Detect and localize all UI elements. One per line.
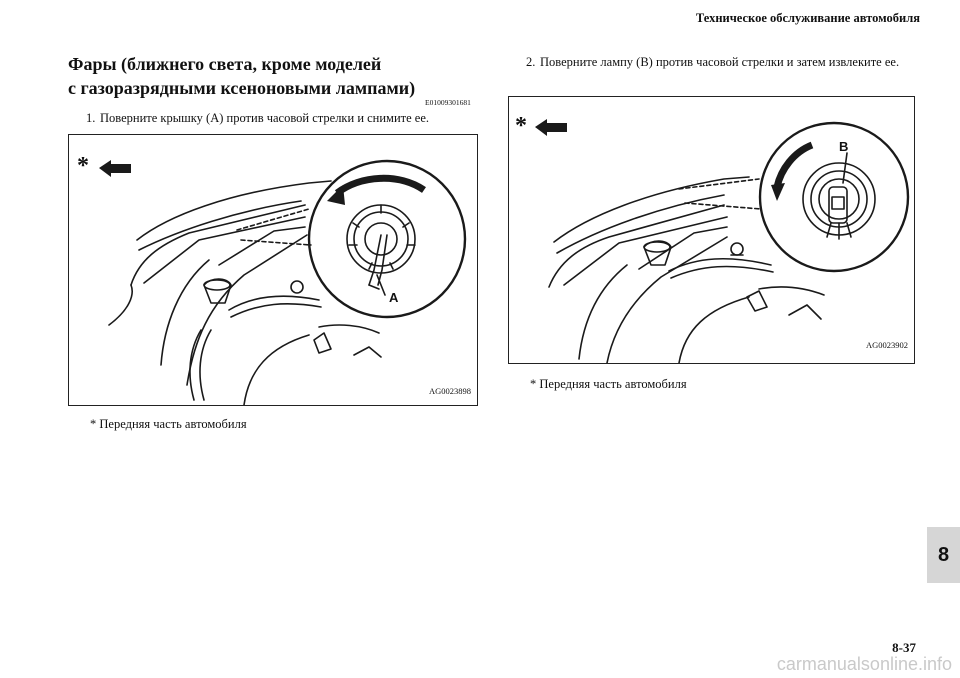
figure-bulb-removal: * B AG0023902 (508, 96, 915, 364)
chapter-number: 8 (937, 544, 950, 566)
step-number: 2. (526, 55, 536, 69)
figure-code: AG0023902 (865, 340, 908, 350)
step-text: Поверните лампу (B) против часовой стрел… (540, 55, 900, 69)
front-marker: * (515, 113, 527, 139)
step-1: 1. Поверните крышку (A) против часовой с… (86, 111, 429, 126)
section-title-line-2: с газоразрядными ксеноновыми лампами) (68, 78, 416, 98)
page-number: 8-37 (892, 640, 916, 655)
headlight-bulb-illustration (535, 119, 910, 363)
figure-cover-removal: * A AG0023898 (68, 134, 478, 406)
part-label-b: B (839, 139, 849, 154)
figure-code: AG0023898 (428, 386, 471, 396)
watermark: carmanualsonline.info (776, 654, 952, 674)
part-label-a: A (389, 290, 399, 305)
headlight-cover-illustration (99, 159, 467, 405)
footnote-1: * Передняя часть автомобиля (90, 417, 247, 431)
step-number: 1. (86, 111, 96, 125)
front-marker: * (77, 153, 89, 179)
step-2: 2. Поверните лампу (B) против часовой ст… (526, 55, 926, 70)
section-title: Фары (ближнего света, кроме моделей с га… (68, 52, 415, 100)
running-header: Техническое обслуживание автомобиля (695, 11, 920, 25)
chapter-tab: 8 (927, 527, 960, 583)
footnote-2: * Передняя часть автомобиля (530, 377, 687, 391)
section-code: E01009301681 (425, 98, 471, 107)
section-title-line-1: Фары (ближнего света, кроме моделей (68, 54, 382, 74)
step-text: Поверните крышку (A) против часовой стре… (100, 111, 430, 125)
